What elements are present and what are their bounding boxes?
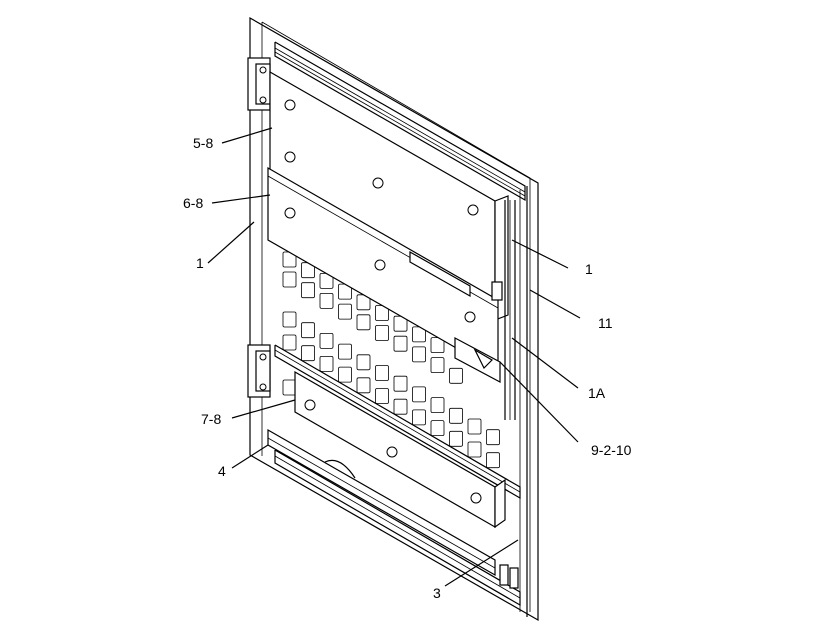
connector-cell <box>356 354 371 371</box>
connector-cell <box>338 303 352 320</box>
middle-rail <box>274 344 521 500</box>
connector-cell <box>449 407 463 424</box>
connector-cell <box>375 388 389 404</box>
connector-cell <box>319 355 334 372</box>
lower-panel <box>294 370 506 529</box>
connector-cell <box>282 379 297 396</box>
connector-cell <box>338 366 352 383</box>
top-rail <box>274 41 526 202</box>
callout-7-8: 7-8 <box>201 411 221 427</box>
connector-cell <box>467 441 482 458</box>
connector-cell <box>375 325 389 341</box>
connector-cell <box>301 345 315 362</box>
callout-6-8: 6-8 <box>183 195 203 211</box>
connector-cell <box>319 292 334 309</box>
latch-assembly <box>454 281 503 383</box>
connector-cell <box>301 282 315 299</box>
callout-9-2-10: 9-2-10 <box>591 442 632 458</box>
connector-cell <box>282 334 297 351</box>
leader-lines <box>207 127 581 587</box>
bottom-tray <box>267 428 496 577</box>
callout-3: 3 <box>433 585 441 601</box>
connector-cell <box>430 397 445 414</box>
bottom-rail <box>274 449 521 607</box>
connector-cell <box>412 409 426 426</box>
connector-cell <box>412 386 426 403</box>
callout-labels: 5-8 6-8 1 1 11 1A 9-2-10 7-8 4 3 <box>183 135 632 601</box>
callout-1a: 1A <box>588 385 606 401</box>
callout-11: 11 <box>598 315 613 331</box>
connector-cell <box>319 332 334 349</box>
connector-cell <box>393 375 408 392</box>
connector-cell <box>356 377 371 394</box>
lower-hinge <box>247 344 271 398</box>
connector-cell <box>486 429 500 446</box>
connector-cell <box>412 346 426 363</box>
connector-cell <box>393 398 408 415</box>
connector-cell <box>301 322 315 339</box>
connector-cell <box>338 343 352 360</box>
connector-cell <box>356 314 371 331</box>
middle-panel <box>267 166 499 374</box>
connector-cell <box>430 420 445 437</box>
callout-1-left: 1 <box>196 255 204 271</box>
upper-hinge <box>247 57 271 111</box>
connector-cell <box>282 311 297 328</box>
callout-5-8: 5-8 <box>193 135 213 151</box>
connector-cell <box>449 430 463 447</box>
connector-cell <box>393 335 408 352</box>
connector-cell <box>486 452 500 469</box>
callout-1-right: 1 <box>585 261 593 277</box>
connector-cell <box>449 367 463 384</box>
connector-cell <box>467 418 482 435</box>
connector-cell <box>282 271 297 288</box>
connector-cell <box>430 357 445 374</box>
right-side-rails <box>504 200 516 420</box>
connector-cell <box>375 365 389 381</box>
callout-4: 4 <box>218 463 226 479</box>
